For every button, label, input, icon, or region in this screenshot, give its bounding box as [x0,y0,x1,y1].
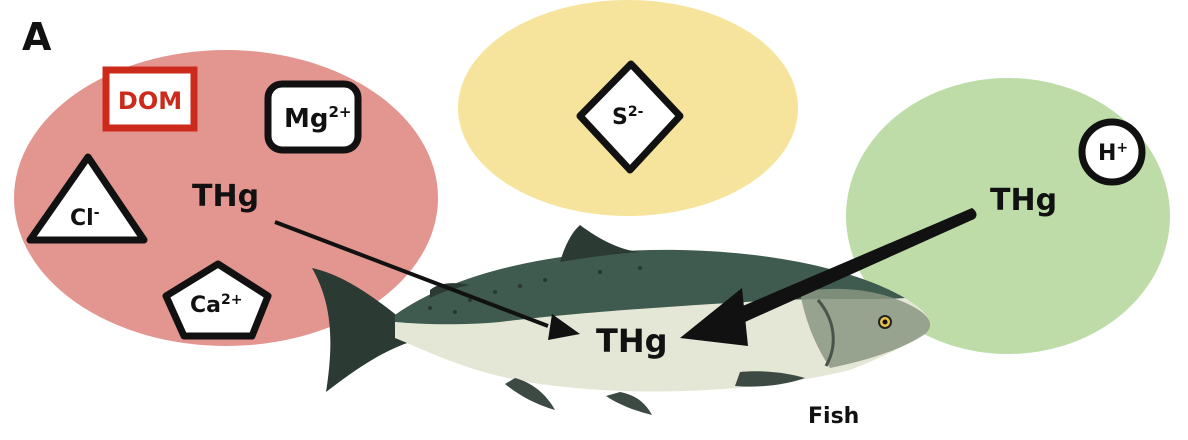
mg-factor: Mg2+ [268,84,358,150]
dom-label: DOM [118,87,182,115]
thg-label-red: THg [192,179,259,214]
h-factor: H+ [1082,122,1142,182]
thg-label-green: THg [990,183,1057,218]
fish-pelvic-fin [606,392,652,415]
fish-label: Fish [808,404,859,429]
dom-factor: DOM [106,70,194,128]
thg-label-fish: THg [596,322,668,360]
panel-label: A [22,15,52,59]
